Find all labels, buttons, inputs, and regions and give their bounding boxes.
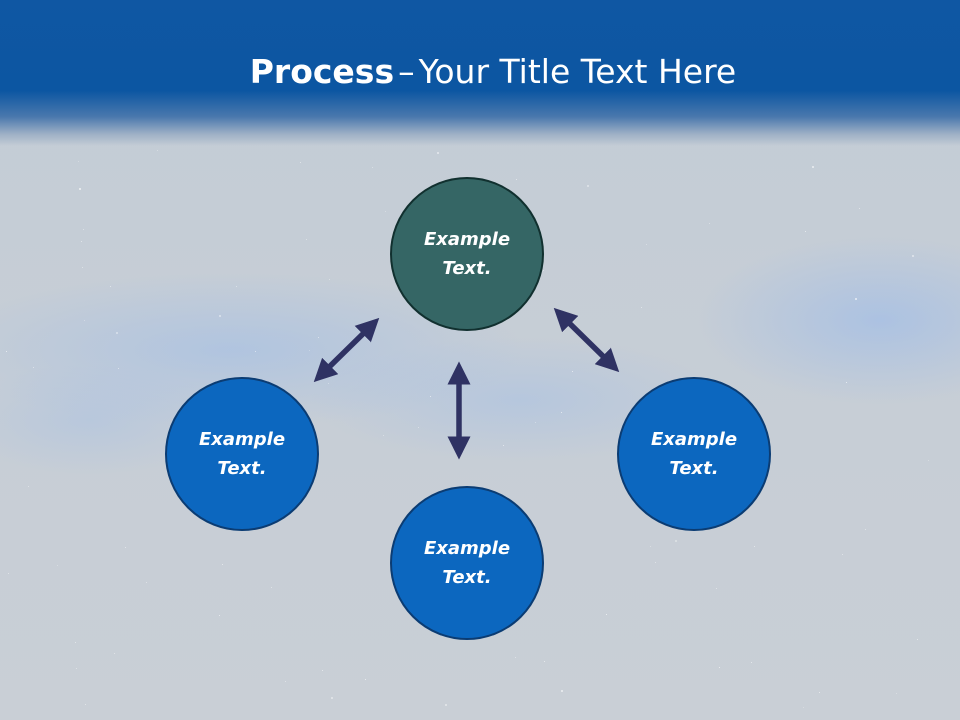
star: [110, 286, 111, 287]
double-arrow-top-right: [553, 307, 620, 373]
star: [543, 270, 544, 271]
star: [322, 670, 323, 671]
star: [84, 320, 85, 321]
star: [928, 460, 929, 461]
star: [912, 255, 914, 257]
star: [125, 547, 126, 548]
title-separator: –: [398, 52, 415, 91]
star: [82, 267, 83, 268]
star: [646, 244, 647, 245]
star: [28, 486, 29, 487]
node-right-label: Example Text.: [650, 429, 738, 479]
star: [222, 564, 223, 565]
star: [803, 707, 804, 708]
star: [535, 422, 536, 423]
star: [430, 396, 431, 397]
star: [896, 693, 897, 694]
star: [328, 383, 329, 384]
star: [561, 690, 563, 692]
star: [515, 657, 516, 658]
star: [917, 639, 918, 640]
star: [309, 350, 310, 351]
star: [6, 351, 7, 352]
star: [78, 161, 79, 162]
node-bottom-label: Example Text.: [423, 538, 511, 588]
star: [116, 332, 118, 334]
node-top[interactable]: Example Text.: [390, 177, 544, 331]
star: [561, 412, 562, 413]
star: [383, 435, 384, 436]
node-right[interactable]: Example Text.: [617, 377, 771, 531]
title-bold: Process: [249, 52, 395, 91]
star: [83, 229, 84, 230]
star: [372, 167, 373, 168]
star: [118, 368, 119, 369]
star: [859, 208, 860, 209]
star: [846, 382, 847, 383]
star: [516, 179, 517, 180]
star: [641, 307, 642, 308]
node-left-label: Example Text.: [198, 429, 286, 479]
title-banner: [0, 0, 960, 146]
star: [300, 162, 301, 163]
slide-title[interactable]: Process–Your Title Text Here: [0, 52, 960, 91]
star: [544, 661, 545, 662]
star: [365, 679, 366, 680]
star: [719, 667, 720, 668]
star: [865, 529, 866, 530]
star: [57, 565, 58, 566]
star: [842, 554, 843, 555]
star: [805, 231, 806, 232]
star: [655, 562, 656, 563]
star: [331, 697, 333, 699]
star: [503, 445, 504, 446]
node-top-label: Example Text.: [423, 229, 511, 279]
star: [329, 279, 330, 280]
star: [219, 315, 221, 317]
star: [76, 668, 77, 669]
star: [437, 152, 439, 154]
star: [146, 582, 147, 583]
star: [812, 166, 814, 168]
title-rest: Your Title Text Here: [418, 52, 737, 91]
star: [709, 223, 710, 224]
star: [587, 185, 589, 187]
double-arrow-top-left: [313, 317, 380, 383]
star: [445, 704, 447, 706]
star: [8, 573, 9, 574]
node-bottom[interactable]: Example Text.: [390, 486, 544, 640]
star: [79, 188, 81, 190]
star: [650, 546, 651, 547]
star: [85, 704, 86, 705]
star: [33, 367, 34, 368]
star: [255, 351, 256, 352]
star: [675, 540, 677, 542]
star: [306, 239, 307, 240]
star: [819, 692, 820, 693]
star: [114, 653, 115, 654]
node-left[interactable]: Example Text.: [165, 377, 319, 531]
star: [855, 298, 857, 300]
star: [75, 642, 76, 643]
star: [219, 615, 220, 616]
star: [606, 614, 607, 615]
star: [754, 546, 755, 547]
star: [285, 681, 286, 682]
star: [271, 587, 272, 588]
star: [751, 662, 752, 663]
star: [157, 150, 158, 151]
star: [418, 427, 419, 428]
star: [385, 211, 386, 212]
star: [81, 241, 82, 242]
star: [236, 286, 237, 287]
star: [716, 588, 717, 589]
